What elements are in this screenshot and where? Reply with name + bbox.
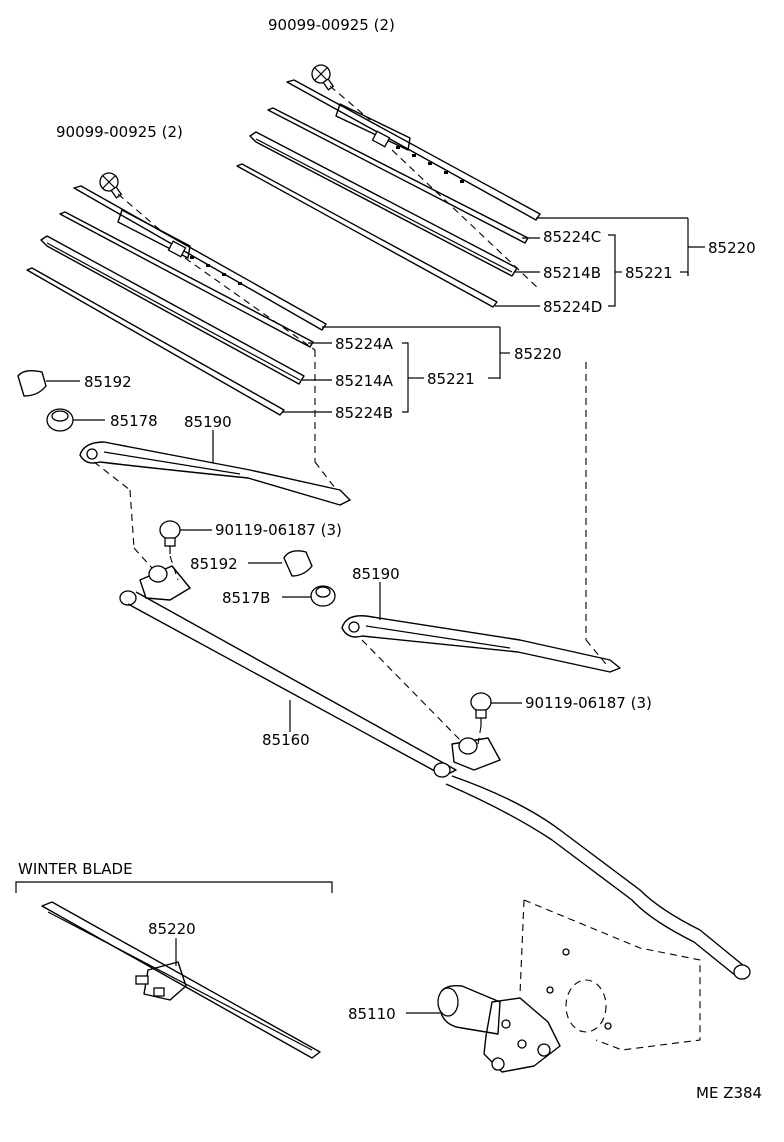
part-labels: 90099-00925 (2) 90099-00925 (2) 85224C 8…: [18, 16, 762, 1102]
wiper-motor-icon: [437, 984, 561, 1073]
wiper-linkage: [119, 565, 751, 980]
nut-screw-icon-left: [159, 520, 181, 554]
label-bolt-top-left: 90099-00925 (2): [56, 123, 183, 141]
label-motor: 85110: [348, 1005, 396, 1023]
label-insert-b: 85224B: [335, 404, 393, 422]
label-assy-220-left: 85220: [514, 345, 562, 363]
insert-b-strip: [26, 267, 285, 416]
rubber-a-strip: [40, 235, 305, 385]
label-insert-d: 85224D: [543, 298, 602, 316]
bolt-icon-right: [311, 64, 335, 91]
cap-icon-right: [283, 550, 313, 577]
label-nut-right: 8517B: [222, 589, 270, 607]
label-arm-right: 85190: [352, 565, 400, 583]
label-nut-screw-right: 90119-06187 (3): [525, 694, 652, 712]
leader-lines: [282, 217, 705, 413]
insert-d-strip: [236, 163, 498, 308]
label-insert-a: 85224A: [335, 335, 394, 353]
label-figure-code: ME Z384: [696, 1084, 762, 1102]
label-cap-right: 85192: [190, 555, 238, 573]
label-rubber-a: 85214A: [335, 372, 394, 390]
motor-assembly: [437, 899, 701, 1073]
cap-icon-left: [17, 369, 47, 397]
rubber-b-strip: [249, 131, 518, 277]
nut-icon-right: [310, 585, 336, 607]
label-link: 85160: [262, 731, 310, 749]
nut-icon-left: [46, 408, 74, 432]
left-blade-group: [26, 172, 336, 489]
winter-blade-section: [15, 881, 333, 1059]
label-nut-left: 85178: [110, 412, 158, 430]
winter-blade-icon: [41, 901, 321, 1059]
label-insert-c: 85224C: [543, 228, 601, 246]
left-arm-parts: [17, 369, 351, 581]
label-assy-221-right: 85221: [625, 264, 673, 282]
label-winter-blade: 85220: [148, 920, 196, 938]
wiper-arm-left: [79, 441, 351, 506]
label-cap-left: 85192: [84, 373, 132, 391]
nut-screw-icon-right: [470, 692, 492, 726]
label-rubber-b: 85214B: [543, 264, 601, 282]
label-bolt-top-right: 90099-00925 (2): [268, 16, 395, 34]
label-winter-title: WINTER BLADE: [18, 860, 133, 878]
blade-frame-left: [73, 185, 327, 331]
label-arm-left: 85190: [184, 413, 232, 431]
insert-a-strip: [59, 211, 314, 348]
bolt-icon-left: [99, 172, 123, 199]
label-assy-221-left: 85221: [427, 370, 475, 388]
blade-frame-right: [286, 79, 541, 221]
right-blade-group: [236, 64, 541, 308]
right-arm-parts: [248, 362, 621, 745]
label-assy-220-right: 85220: [708, 239, 756, 257]
label-nut-screw-left: 90119-06187 (3): [215, 521, 342, 539]
wiper-arm-right: [341, 615, 621, 673]
insert-c-strip: [267, 107, 529, 244]
